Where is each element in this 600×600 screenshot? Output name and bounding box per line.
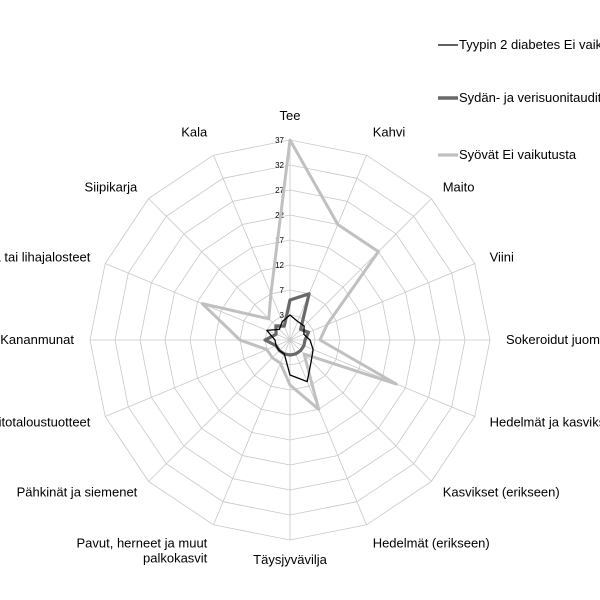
grid-spoke	[213, 155, 291, 341]
radar-spokes	[90, 140, 490, 540]
category-label: Hedelmät (erikseen)	[373, 536, 490, 551]
category-label: Siipikarja	[85, 179, 139, 194]
grid-spoke	[105, 339, 291, 417]
grid-spoke	[289, 155, 367, 341]
series-line-1	[266, 314, 314, 383]
category-label: Tee	[280, 108, 301, 123]
grid-spoke	[148, 198, 291, 341]
category-label: Kasvikset (erikseen)	[443, 485, 560, 500]
category-label: Pähkinät ja siemenet	[17, 485, 138, 500]
category-label: Kananmunat	[0, 332, 74, 347]
grid-spoke	[289, 339, 432, 482]
series-line-2	[263, 292, 311, 357]
legend: Tyypin 2 diabetes Ei vaikutustaSydän- ja…	[438, 37, 600, 162]
tick-label: 37	[275, 136, 284, 145]
category-label: Viini	[490, 249, 514, 264]
category-label: Kahvi	[373, 124, 406, 139]
category-label: Kala	[181, 124, 208, 139]
grid-spoke	[289, 263, 475, 341]
tick-label: 27	[275, 186, 284, 195]
tick-label: 7	[280, 286, 285, 295]
category-label: Liha tai lihajalosteet	[0, 249, 91, 264]
tick-label: 3	[280, 311, 285, 320]
legend-item-3: Syövät Ei vaikutusta	[459, 147, 577, 162]
legend-item-1: Tyypin 2 diabetes Ei vaikutusta	[459, 37, 600, 52]
category-label: Täysjyvävilja	[253, 552, 327, 567]
grid-spoke	[148, 339, 291, 482]
legend-item-2: Sydän- ja verisuonitaudit Ei vaikutusta	[459, 90, 600, 105]
series-lines	[200, 138, 398, 411]
category-label: Maitotaloustuotteet	[0, 415, 91, 430]
category-label: Hedelmät ja kasvikset	[490, 415, 600, 430]
tick-label: 32	[275, 161, 284, 170]
category-label: Sokeroidut juomat	[506, 332, 600, 347]
grid-spoke	[213, 339, 291, 525]
tick-label: 12	[275, 261, 284, 270]
grid-spoke	[105, 263, 291, 341]
grid-spoke	[289, 198, 432, 341]
category-label: Maito	[443, 179, 475, 194]
series-line-3	[200, 138, 398, 411]
tick-label: 17	[275, 236, 284, 245]
grid-spoke	[289, 339, 367, 525]
